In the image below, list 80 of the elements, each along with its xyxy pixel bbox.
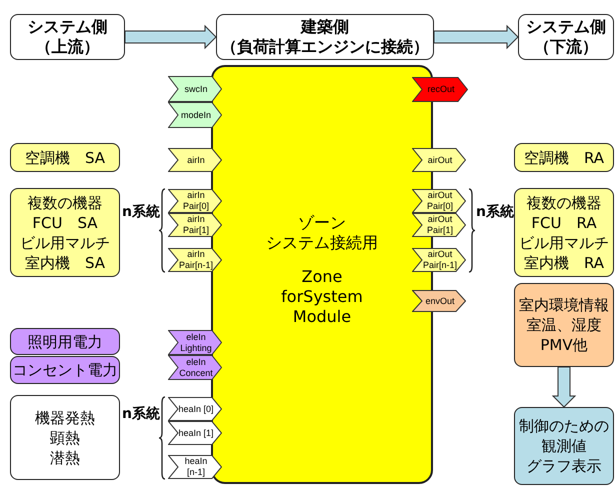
- port-tag: [412, 290, 466, 312]
- box-text: コンセント電力: [12, 360, 118, 380]
- port-tag: [168, 76, 222, 102]
- port-tag: [168, 455, 222, 479]
- box-text: 空調機 RA: [524, 148, 604, 168]
- group-label: n系統: [122, 405, 160, 423]
- box-text: ビル用マルチ: [20, 232, 110, 252]
- module-text: Zone forSystem Module: [280, 267, 364, 327]
- block-arrow: [434, 24, 519, 50]
- process-box: [10, 395, 120, 480]
- group-label: n系統: [476, 203, 514, 221]
- port-tag: [168, 330, 222, 355]
- heading-box: [216, 14, 434, 60]
- port-tag: [168, 102, 222, 128]
- port-tag: [168, 248, 222, 272]
- port-label: envOut: [425, 296, 455, 306]
- heading-text: （下流）: [534, 37, 598, 57]
- port-tag: [168, 189, 222, 213]
- port-tag: [412, 189, 466, 213]
- port-tag: [412, 248, 466, 272]
- box-text: 室温、湿度: [526, 315, 602, 335]
- heading-text: 建築側: [301, 17, 349, 37]
- heading-box: [10, 14, 125, 60]
- heading-text: システム側: [526, 17, 606, 37]
- port-label: eleIn Concent: [178, 356, 214, 378]
- port-label: swcIn: [184, 84, 208, 94]
- box-text: グラフ表示: [526, 456, 602, 476]
- port-tag: [412, 148, 466, 172]
- port-label: airOut: [428, 154, 452, 166]
- port-tag: [168, 355, 222, 380]
- box-text: 制御のための: [519, 416, 609, 436]
- process-box: [514, 143, 614, 172]
- process-box: [10, 143, 120, 172]
- process-box: [10, 356, 120, 384]
- port-label: airIn Pair[1]: [182, 214, 210, 236]
- port-label: airOut Pair[n-1]: [422, 249, 458, 271]
- box-text: 複数の機器: [28, 192, 102, 212]
- port-label: recOut: [427, 84, 454, 95]
- port-label: airIn Pair[n-1]: [178, 249, 214, 271]
- process-box: [514, 407, 614, 485]
- port-tag: [412, 77, 468, 102]
- group-label: n系統: [122, 203, 160, 221]
- module-text: ゾーン: [298, 213, 346, 233]
- box-text: 室内機 SA: [24, 252, 106, 272]
- box-text: PMV他: [540, 335, 588, 355]
- process-box: [514, 188, 614, 277]
- heading-text: （負荷計算エンジンに接続）: [221, 37, 429, 57]
- box-text: 顕熱: [50, 428, 80, 448]
- port-label: heaIn [1]: [178, 428, 214, 438]
- heading-text: システム側: [28, 17, 108, 37]
- box-text: 室内機 RA: [524, 252, 604, 272]
- port-label: heaIn [n-1]: [184, 456, 208, 478]
- port-label: eleIn Lighting: [179, 332, 213, 354]
- block-arrow: [552, 366, 576, 408]
- box-text: FCU RA: [531, 212, 597, 232]
- block-arrow: [124, 24, 217, 50]
- box-text: 照明用電力: [28, 332, 102, 352]
- box-text: 室内環境情報: [519, 295, 609, 315]
- port-tag: [168, 397, 222, 421]
- port-label: heaIn [0]: [178, 404, 214, 414]
- box-text: FCU SA: [32, 212, 98, 232]
- port-tag: [168, 213, 222, 237]
- process-box: [10, 328, 120, 355]
- port-tag: [168, 148, 222, 172]
- box-text: 潜熱: [50, 448, 80, 468]
- heading-text: （上流）: [36, 37, 100, 57]
- box-text: 複数の機器: [526, 192, 602, 212]
- box-text: 空調機 SA: [24, 148, 106, 168]
- port-label: airIn: [187, 154, 205, 166]
- heading-box: [518, 14, 614, 60]
- process-box: [10, 188, 120, 277]
- port-tag: [168, 421, 222, 445]
- process-box: [514, 283, 614, 367]
- port-label: airOut Pair[1]: [426, 214, 454, 236]
- port-label: modeIn: [180, 110, 212, 120]
- module-text: システム接続用: [266, 233, 378, 253]
- port-tag: [412, 213, 466, 237]
- box-text: 機器発熱: [35, 408, 95, 428]
- box-text: ビル用マルチ: [519, 232, 609, 252]
- box-text: 観測値: [542, 436, 586, 456]
